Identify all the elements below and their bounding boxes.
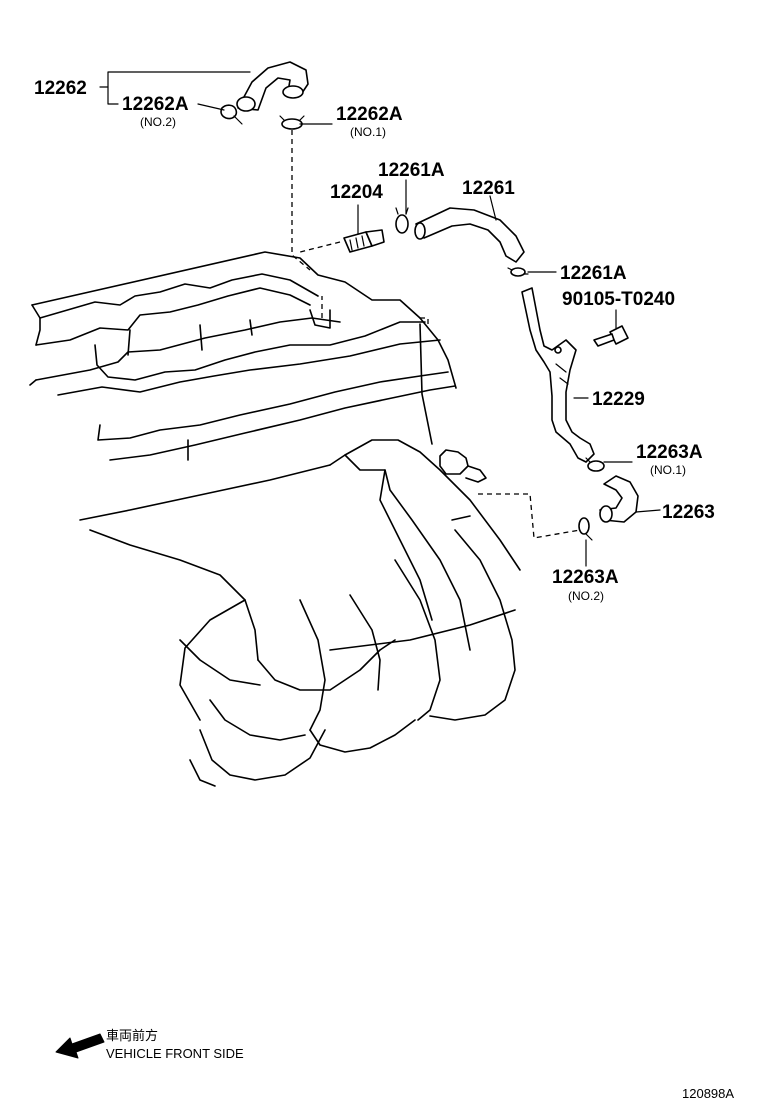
clamp-12262A-no2 [220,104,243,125]
label-12263A-no2: 12263A [552,567,619,588]
label-12263A-no1: 12263A [636,442,703,463]
diagram-code: 120898A [682,1086,734,1101]
label-leaders [99,71,661,567]
left-down-arrow-icon [55,1033,105,1059]
legend-jp: 車両前方 [106,1028,158,1043]
note-12262A-no2: (NO.2) [140,115,176,129]
label-12204: 12204 [330,182,383,203]
clamp-12263A-no1 [585,457,605,472]
pcv-valve-12204 [343,229,385,253]
label-12261: 12261 [462,178,515,199]
clamp-12263A-no2 [578,517,593,541]
clamp-12262A-no1 [279,115,305,130]
label-12261A-right: 12261A [560,263,627,284]
label-12262A-no2: 12262A [122,94,189,115]
label-12261A-top: 12261A [378,160,445,181]
hose-12262 [236,61,309,112]
bolt-90105 [593,325,629,347]
note-12263A-no1: (NO.1) [650,463,686,477]
label-12262: 12262 [34,78,87,99]
hose-12263 [599,475,639,523]
note-12262A-no1: (NO.1) [350,125,386,139]
label-12229: 12229 [592,389,645,410]
tube-12229 [521,287,595,463]
label-12262A-no1: 12262A [336,104,403,125]
clamp-12261A-right [507,267,529,277]
label-12263: 12263 [662,502,715,523]
leader-dashed [291,130,581,539]
note-12263A-no2: (NO.2) [568,589,604,603]
front-direction-legend: 車両前方 VEHICLE FRONT SIDE [55,1028,244,1061]
hose-12261 [414,207,525,263]
engine-outline [29,251,521,787]
label-90105-T0240: 90105-T0240 [562,289,675,310]
legend-en: VEHICLE FRONT SIDE [106,1046,244,1061]
